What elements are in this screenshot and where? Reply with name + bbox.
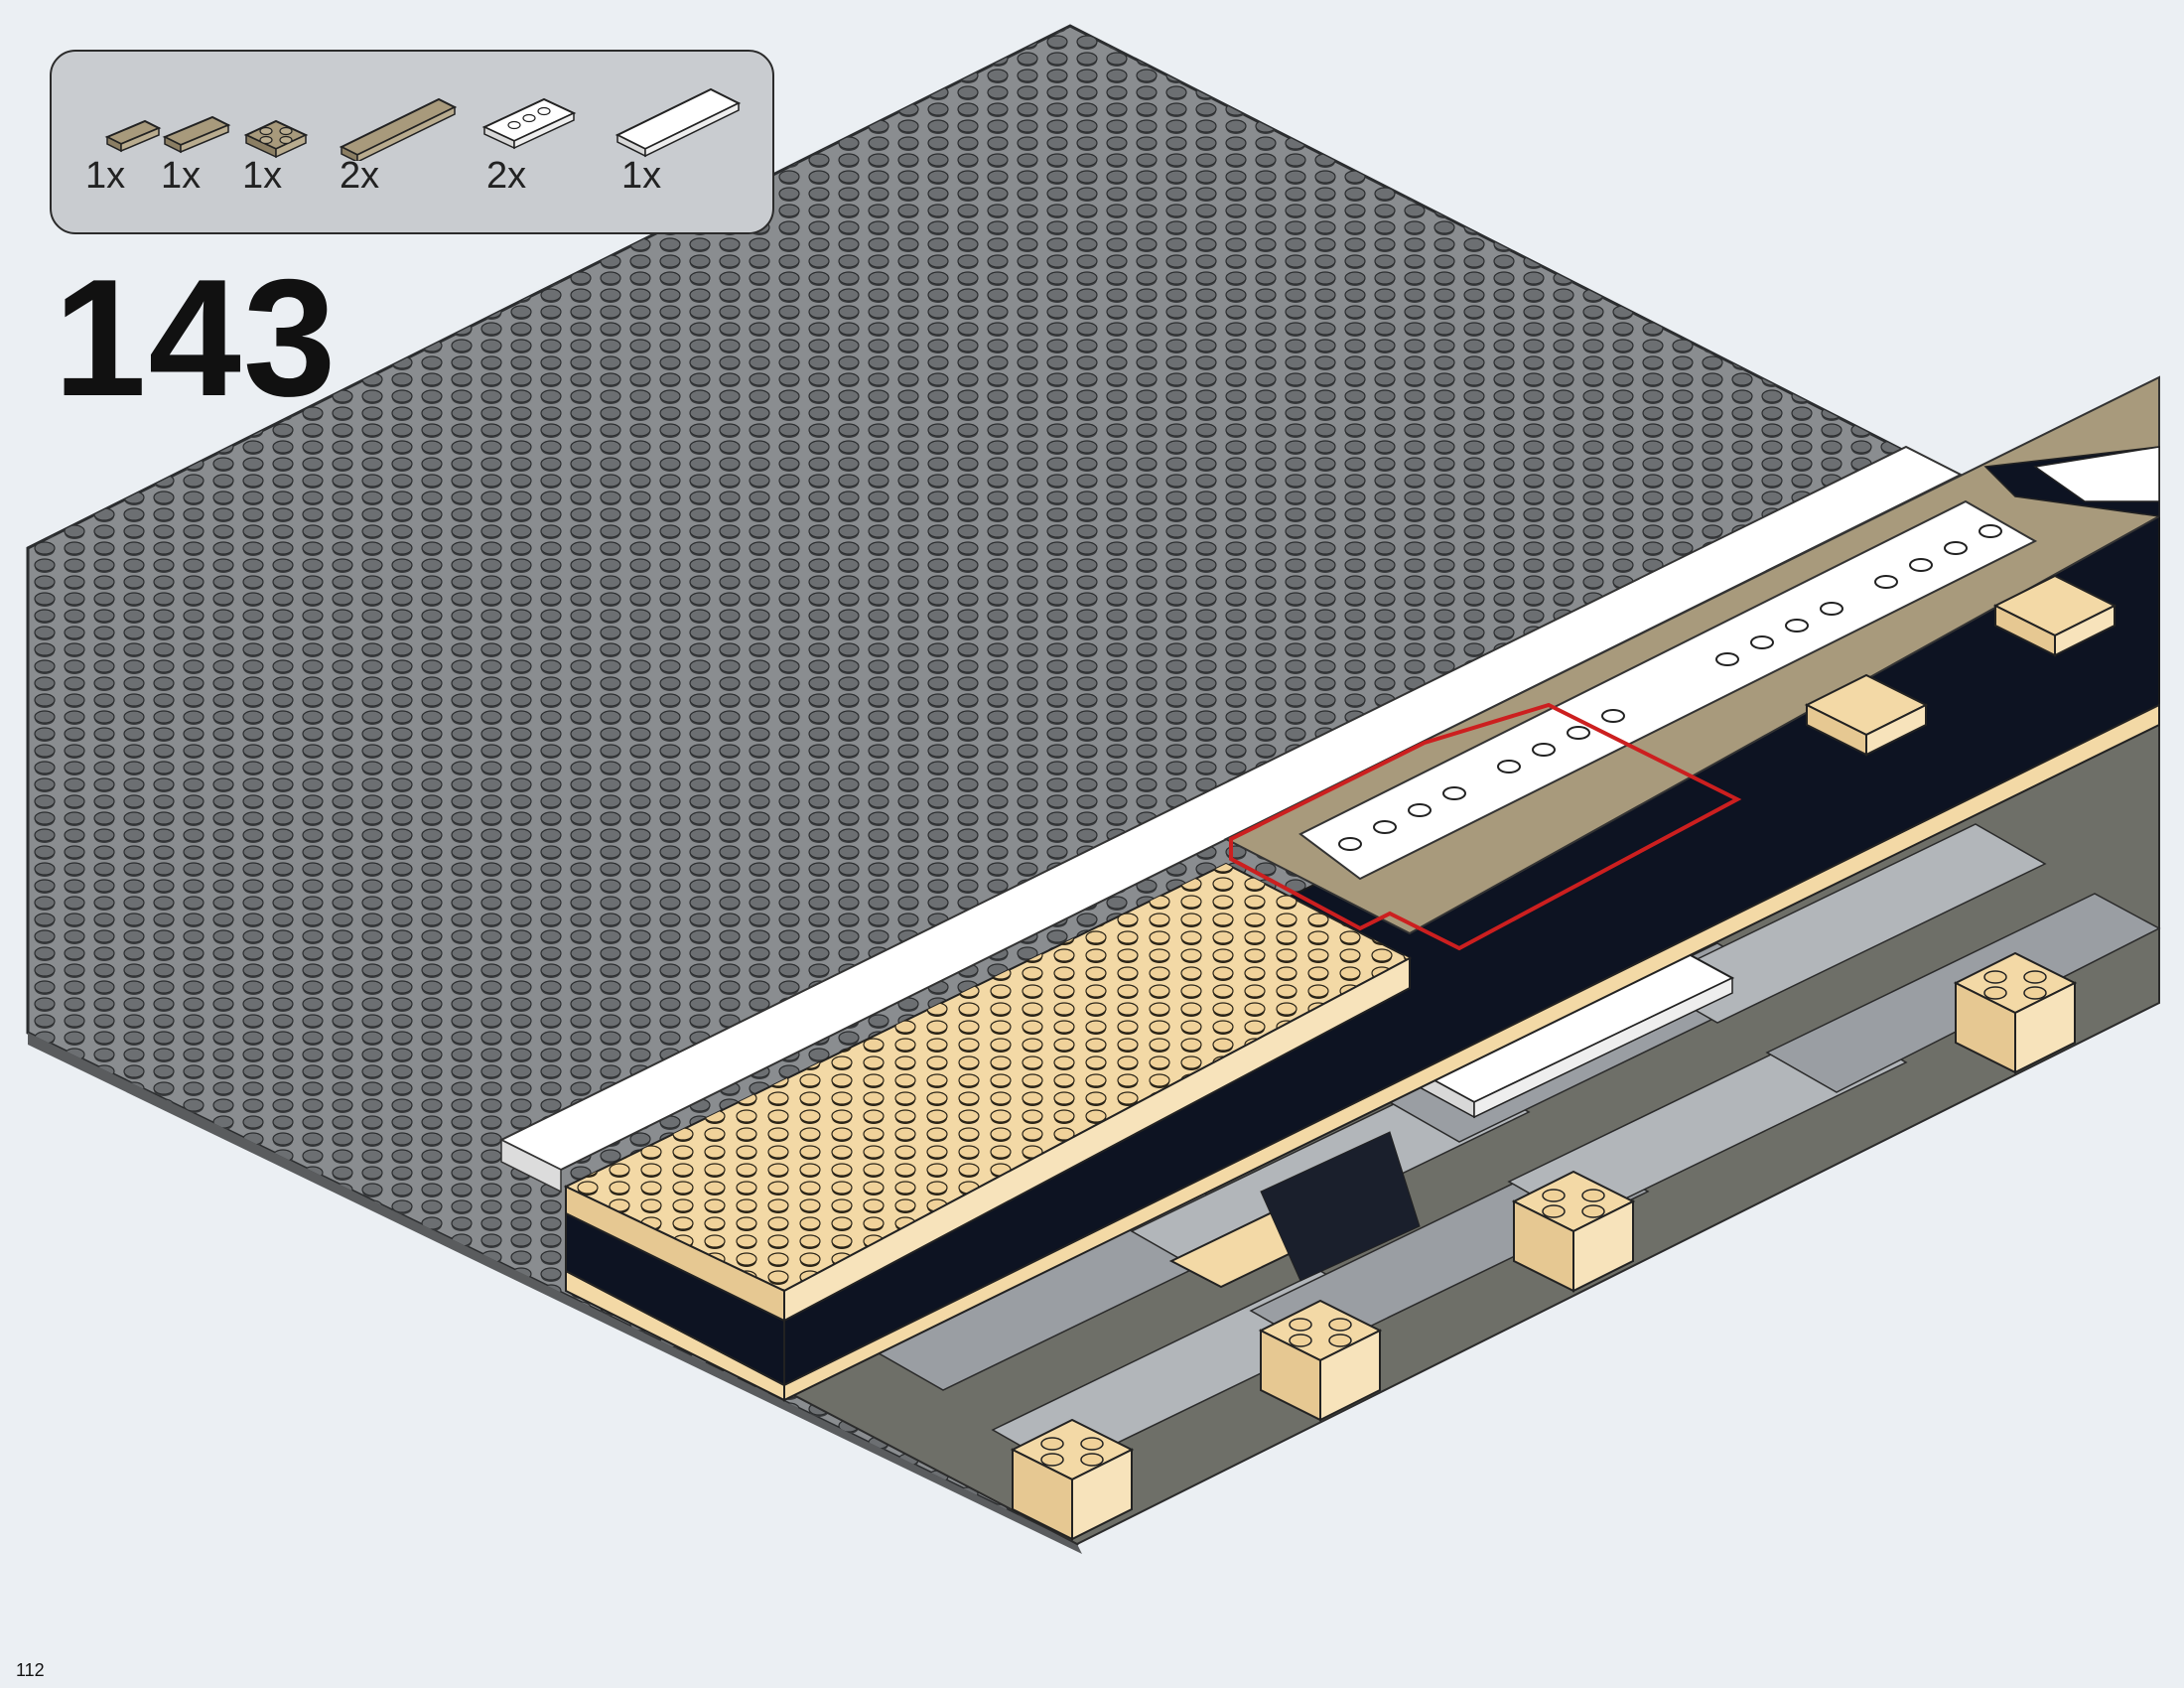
- quantity-label: 2x: [340, 155, 380, 197]
- tan-tile-1x3-icon: [162, 115, 231, 154]
- tan-tile-1x2-icon: [104, 119, 162, 153]
- tan-studded-plates: [563, 862, 1413, 1323]
- part-tan-tile-1x3: 1x: [151, 52, 300, 236]
- white-jumper-row: [1298, 499, 2038, 881]
- step-number: 143: [54, 244, 339, 431]
- white-tile-2x6-icon: [614, 87, 742, 158]
- quantity-label: 2x: [486, 155, 527, 197]
- quantity-label: 1x: [621, 155, 662, 197]
- quantity-label: 1x: [85, 155, 126, 197]
- gray-baseplate: [26, 24, 1908, 1554]
- part-tan-plate-2x2: 1x: [238, 52, 387, 236]
- tan-plate-2x2-icon: [243, 119, 309, 159]
- parts-list-box: 1x 1x 1x 2x: [50, 50, 774, 234]
- white-plate-on-floor: [1417, 946, 1735, 1119]
- part-tan-tile-1x6: 2x: [336, 52, 484, 236]
- white-plate-2x4-jumper-icon: [481, 97, 577, 150]
- tan-plate-on-floor: [1168, 1131, 1421, 1289]
- page-number: 112: [16, 1660, 45, 1680]
- quantity-label: 1x: [161, 155, 202, 197]
- part-tan-tile-1x2: 1x: [73, 52, 222, 236]
- tan-brick-2x2-group: [1010, 951, 2078, 1541]
- tan-tile-1x6-icon: [339, 97, 458, 161]
- quantity-label: 1x: [242, 155, 283, 197]
- right-end-detail: [1804, 446, 2160, 757]
- part-white-plate-2x4-jumper: 2x: [478, 52, 627, 236]
- new-parts-callout: [1229, 702, 1742, 951]
- part-white-tile-2x6: 1x: [612, 52, 760, 236]
